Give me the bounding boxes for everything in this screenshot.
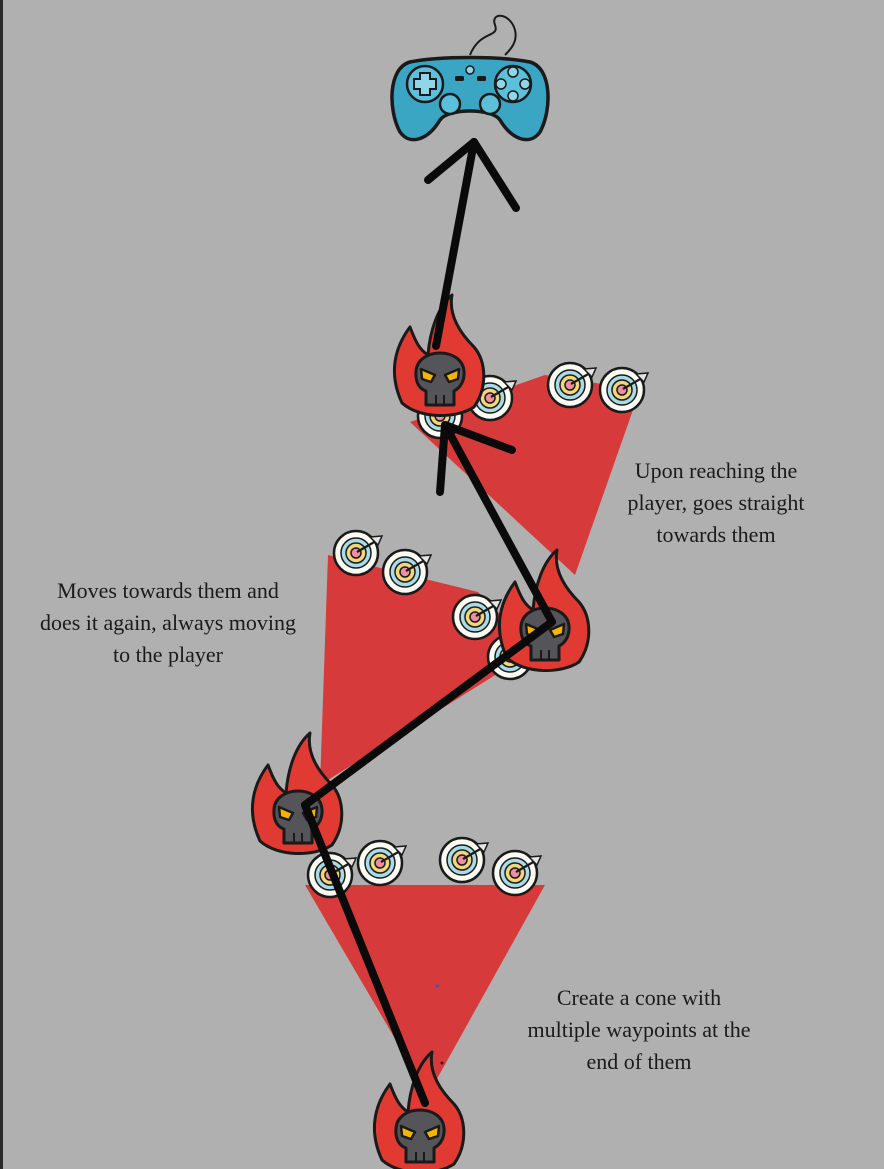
target-icon <box>438 836 490 884</box>
cone-1 <box>305 885 545 1095</box>
gamepad-icon <box>390 14 550 142</box>
caption-line: player, goes straight <box>627 490 805 515</box>
movement-path <box>301 138 556 1107</box>
caption-middle-left: Moves towards them and does it again, al… <box>18 575 318 671</box>
dot <box>440 1061 444 1065</box>
cone-3 <box>410 375 640 575</box>
caption-line: Create a cone with <box>556 985 722 1010</box>
enemy-skull-icon <box>372 1050 466 1169</box>
caption-line: Upon reaching the <box>634 458 798 483</box>
caption-line: Moves towards them and <box>57 578 279 603</box>
caption-line: multiple waypoints at the <box>527 1017 751 1042</box>
caption-line: towards them <box>656 522 776 547</box>
dot <box>435 984 439 988</box>
left-border <box>0 0 3 1169</box>
caption-bottom-right: Create a cone with multiple waypoints at… <box>510 982 768 1078</box>
caption-line: to the player <box>113 642 223 667</box>
target-icon <box>356 839 408 887</box>
caption-top-right: Upon reaching the player, goes straight … <box>606 455 826 551</box>
caption-line: does it again, always moving <box>39 610 296 635</box>
caption-line: end of them <box>586 1049 692 1074</box>
target-icon <box>598 366 650 414</box>
